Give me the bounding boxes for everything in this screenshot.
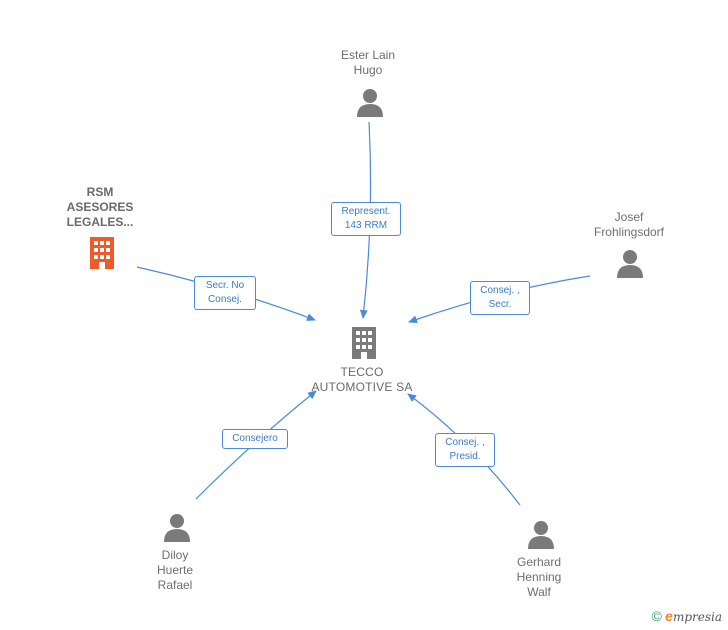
person-label-gerhard[interactable]: Gerhard Henning Walf [516, 555, 562, 599]
edge-label-diloy[interactable]: Consejero [222, 429, 288, 449]
brand-rest: mpresia [672, 610, 722, 624]
edge-label-gerhard[interactable]: Consej. , Presid. [435, 433, 495, 467]
person-icon[interactable] [527, 520, 555, 555]
edge-label-josef[interactable]: Consej. , Secr. [470, 281, 530, 315]
person-label-josef[interactable]: Josef Frohlingsdorf [593, 210, 665, 239]
person-icon[interactable] [616, 249, 644, 284]
person-icon[interactable] [163, 513, 191, 548]
building-highlight-icon[interactable] [86, 235, 118, 274]
copyright-icon: © [651, 608, 662, 624]
edge-label-rsm[interactable]: Secr. No Consej. [194, 276, 256, 310]
center-company-label[interactable]: TECCO AUTOMOTIVE SA [311, 365, 413, 394]
building-icon[interactable] [348, 325, 380, 364]
company-label-rsm[interactable]: RSM ASESORES LEGALES... [66, 185, 134, 229]
person-icon[interactable] [356, 88, 384, 123]
brand-e: e [665, 608, 673, 624]
person-label-diloy[interactable]: Diloy Huerte Rafael [156, 548, 194, 592]
person-label-ester[interactable]: Ester Lain Hugo [340, 48, 396, 77]
empresia-logo[interactable]: © empresia [651, 608, 722, 624]
edge-label-ester[interactable]: Represent. 143 RRM [331, 202, 401, 236]
